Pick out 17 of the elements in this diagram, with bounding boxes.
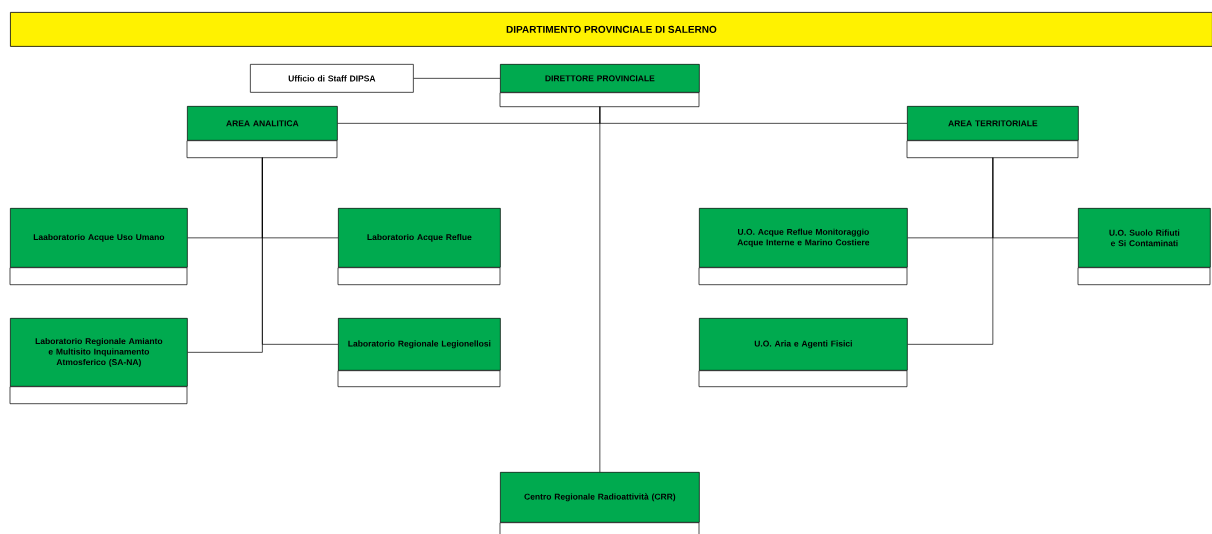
unit-box: Centro Regionale Radioattività (CRR) (499, 472, 700, 534)
unit-box: Laboratorio Regionale Amianto e Multisito Inquinamento Atmosferico (SA-NA) (9, 318, 188, 405)
unit-box: Laaboratorio Acque Uso Umano (9, 208, 188, 286)
unit-box: Laboratorio Regionale Legionellosi (337, 318, 501, 388)
connector-line (262, 157, 339, 345)
staff-box: Ufficio di Staff DIPSA (250, 64, 414, 93)
unit-box: U.O. Suolo Rifiuti e Si Contaminati (1077, 208, 1211, 286)
connector-line (907, 157, 994, 345)
unit-box: U.O. Aria e Agenti Fisici (698, 318, 908, 388)
connector-line (413, 78, 501, 79)
title-banner: DIPARTIMENTO PROVINCIALE DI SALERNO (10, 12, 1212, 47)
unit-box: DIRETTORE PROVINCIALE (499, 64, 700, 108)
unit-box: U.O. Acque Reflue Monitoraggio Acque Interne e Marino Costiere (698, 208, 908, 286)
unit-box: Laboratorio Acque Reflue (337, 208, 501, 286)
unit-box: AREA TERRITORIALE (906, 106, 1079, 159)
unit-box: AREA ANALITICA (186, 106, 338, 159)
connector-line (599, 106, 601, 473)
